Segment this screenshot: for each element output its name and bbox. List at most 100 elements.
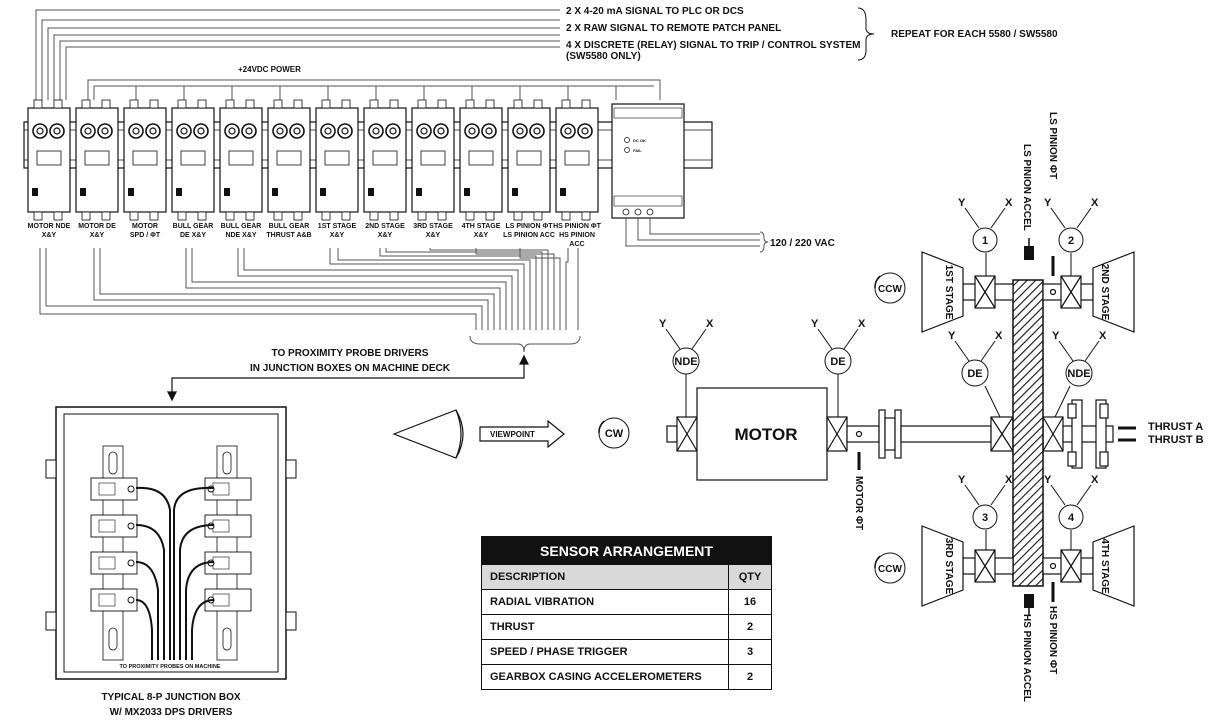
ac-label: 120 / 220 VAC — [770, 238, 835, 249]
monitor-module — [171, 99, 215, 221]
axis-y-label: Y — [1052, 330, 1060, 342]
hs-pinion-phase-label: HS PINION ΦT — [1047, 606, 1058, 674]
signal-wiring — [35, 9, 661, 100]
psu-led-fail: FAIL — [633, 148, 642, 153]
psu-led-dc-ok: DC OK — [633, 138, 646, 143]
dps-driver — [90, 477, 138, 501]
row-qty: 2 — [728, 614, 772, 640]
dps-driver — [204, 477, 252, 501]
dps-driver — [90, 514, 138, 538]
power-drops — [135, 86, 617, 100]
viewpoint-label: VIEWPOINT — [490, 430, 535, 439]
axis-x-label: X — [1005, 474, 1013, 486]
sensor-table-title: SENSOR ARRANGEMENT — [481, 536, 772, 565]
axis-y-label: Y — [811, 318, 819, 330]
module-label-line1: BULL GEAR — [172, 223, 214, 230]
stage-1-label: 1ST STAGE — [943, 265, 954, 320]
thrust-b-label: THRUST B — [1148, 434, 1204, 446]
ccw-label-upper: CCW — [878, 284, 902, 295]
dps-driver — [204, 551, 252, 575]
stage-2-probe-label: 2 — [1068, 235, 1074, 247]
ccw-rotation-lower: CCW — [874, 552, 906, 584]
thrust-a-label: THRUST A — [1148, 421, 1203, 433]
signal-line-2: 2 X RAW SIGNAL TO REMOTE PATCH PANEL — [566, 23, 781, 34]
power-supply: DC OK FAIL — [611, 103, 685, 219]
module-label-line1: MOTOR NDE — [27, 223, 71, 230]
bull-gear — [1012, 279, 1044, 587]
module-label-line2: X&Y — [329, 232, 345, 239]
power-label: +24VDC POWER — [238, 65, 301, 74]
bullgear-nde-probe-label: NDE — [1067, 368, 1090, 380]
repeat-brace — [857, 7, 875, 61]
ccw-label-lower: CCW — [878, 564, 902, 575]
dps-driver — [90, 551, 138, 575]
monitor-module — [123, 99, 167, 221]
axis-x-label: X — [706, 318, 714, 330]
proximity-label-1: TO PROXIMITY PROBE DRIVERS — [272, 348, 429, 359]
module-label-line1: 1ST STAGE — [317, 223, 357, 230]
module-label-line1: 3RD STAGE — [413, 223, 453, 230]
module-label-line2: HS PINION ACC — [559, 232, 595, 248]
axis-x-label: X — [1091, 197, 1099, 209]
col-description: DESCRIPTION — [481, 564, 729, 590]
axis-x-label: X — [858, 318, 866, 330]
monitor-module — [555, 99, 599, 221]
cw-label: CW — [605, 428, 624, 440]
row-desc: GEARBOX CASING ACCELEROMETERS — [481, 664, 729, 690]
hs-pinion-accel-label: HS PINION ACCEL — [1021, 614, 1032, 702]
monitor-module — [363, 99, 407, 221]
axis-x-label: X — [1099, 330, 1107, 342]
motor-phase-label: MOTOR ΦT — [853, 476, 864, 530]
module-label-line2: SPD / ΦT — [129, 232, 161, 239]
axis-y-label: Y — [1044, 197, 1052, 209]
module-label-line2: X&Y — [89, 232, 105, 239]
eye-icon — [392, 409, 464, 459]
module-label-line2: LS PINION ACC — [503, 232, 555, 239]
module-label-line2: X&Y — [473, 232, 489, 239]
axis-y-label: Y — [958, 474, 966, 486]
ls-accel-sensor — [1024, 246, 1034, 260]
monitor-module — [507, 99, 551, 221]
module-label-line1: MOTOR DE — [78, 223, 116, 230]
junction-inner-label: TO PROXIMITY PROBES ON MACHINE — [120, 664, 221, 670]
main-shaft — [666, 387, 1114, 481]
monitor-module — [267, 99, 311, 221]
bullgear-de-probe-label: DE — [967, 368, 982, 380]
junction-caption-2: W/ MX2033 DPS DRIVERS — [110, 707, 233, 718]
motor-label: MOTOR — [735, 425, 798, 444]
axis-y-label: Y — [958, 197, 966, 209]
stage-2-probe: Y X 2 — [1044, 197, 1099, 253]
stage-2-label: 2ND STAGE — [1099, 264, 1110, 321]
axis-y-label: Y — [948, 330, 956, 342]
ccw-rotation-upper: CCW — [874, 272, 906, 304]
monitor-module — [315, 99, 359, 221]
module-label: MOTOR DE X&Y — [71, 222, 123, 240]
module-label-line1: MOTOR — [132, 223, 158, 230]
monitor-module — [411, 99, 455, 221]
axis-x-label: X — [995, 330, 1003, 342]
axis-y-label: Y — [1044, 474, 1052, 486]
module-label: MOTOR SPD / ΦT — [119, 222, 171, 240]
module-label-line1: BULL GEAR — [220, 223, 262, 230]
row-desc: RADIAL VIBRATION — [481, 589, 729, 615]
stage-4-label: 4TH STAGE — [1099, 538, 1110, 594]
axis-x-label: X — [1005, 197, 1013, 209]
signal-line-1: 2 X 4-20 mA SIGNAL TO PLC OR DCS — [566, 6, 744, 17]
hs-accel-sensor — [1024, 594, 1034, 608]
repeat-label: REPEAT FOR EACH 5580 / SW5580 — [891, 29, 1058, 40]
